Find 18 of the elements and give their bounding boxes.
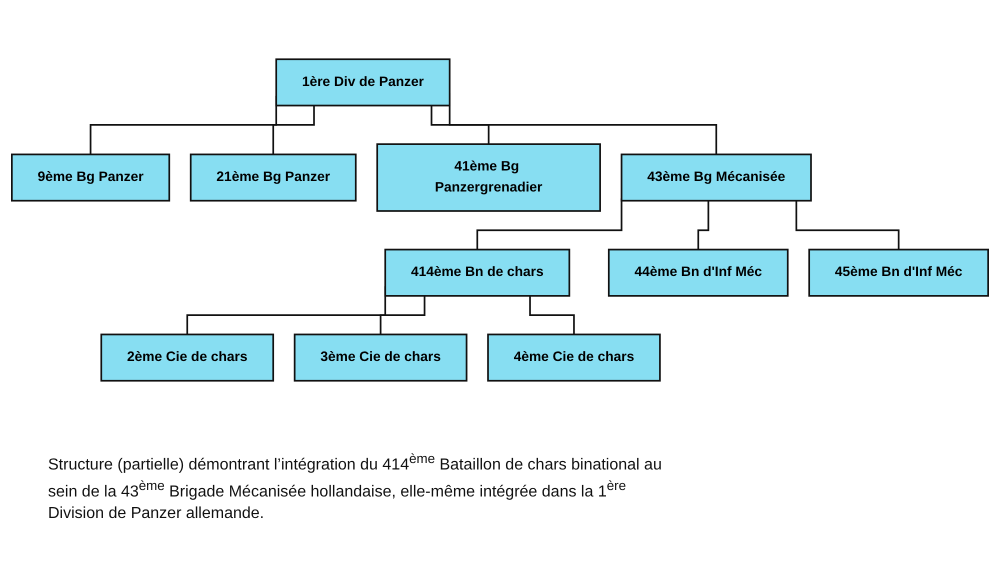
node-box: 41ème Bg Panzergrenadier bbox=[376, 143, 601, 212]
node-box: 2ème Cie de chars bbox=[100, 334, 274, 382]
connector bbox=[380, 296, 426, 336]
connector bbox=[529, 296, 575, 336]
node-box: 1ère Div de Panzer bbox=[275, 58, 451, 106]
node-box: 45ème Bn d'Inf Méc bbox=[808, 248, 989, 297]
connector bbox=[272, 106, 315, 156]
node-box: 9ème Bg Panzer bbox=[11, 154, 170, 202]
caption: Structure (partielle) démontrant l’intégration du 414$^{ème}$ Bataillon de chars binational au sein de la 43$^{ème}$ Brigade Mécanisée hollandaise, elle-même intégrée dans la 1$^{ère}$ Division de Panzer allemande. bbox=[48, 450, 663, 524]
connector bbox=[796, 200, 900, 250]
node-box: 4ème Cie de chars bbox=[487, 334, 661, 382]
connector bbox=[430, 106, 490, 145]
connector bbox=[697, 200, 710, 250]
node-box: 3ème Cie de chars bbox=[294, 334, 468, 382]
node-box: 44ème Bn d'Inf Méc bbox=[608, 248, 789, 297]
node-box: 414ème Bn de chars bbox=[384, 248, 570, 297]
node-box: 21ème Bg Panzer bbox=[190, 154, 357, 202]
node-box: 43ème Bg Mécanisée bbox=[620, 154, 812, 202]
